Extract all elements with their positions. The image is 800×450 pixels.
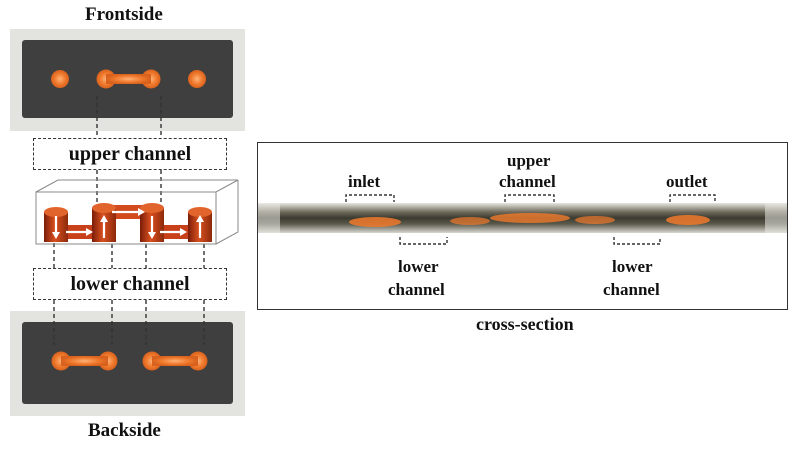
frontside-connectors bbox=[96, 96, 162, 203]
upper-channel-label-line2: channel bbox=[499, 172, 556, 191]
cross-section-caption: cross-section bbox=[476, 314, 574, 334]
frontside-label: Frontside bbox=[85, 4, 163, 25]
channel-3d-schematic bbox=[35, 179, 239, 245]
backside-label: Backside bbox=[88, 420, 161, 441]
lower-channel-1-label-line1: lower bbox=[398, 257, 439, 276]
inlet-label: inlet bbox=[348, 172, 381, 191]
lower-channel-2-label-line2: channel bbox=[603, 280, 660, 299]
lower-channel-2-label-line1: lower bbox=[612, 257, 653, 276]
backside-lower-channel-spot-2 bbox=[142, 351, 208, 371]
lower-channel-1-label-line2: channel bbox=[388, 280, 445, 299]
outlet-label: outlet bbox=[666, 172, 708, 191]
cross-section-brackets bbox=[345, 194, 716, 245]
upper-channel-label-line1: upper bbox=[507, 151, 551, 170]
backside-connectors bbox=[53, 236, 205, 345]
backside-paper bbox=[22, 322, 233, 404]
frontside-upper-channel-spot bbox=[96, 69, 161, 89]
frontside-inlet-spot bbox=[51, 70, 69, 88]
lower-channel-box: lower channel bbox=[33, 268, 227, 300]
upper-channel-box: upper channel bbox=[33, 138, 227, 170]
frontside-outlet-spot bbox=[188, 70, 206, 88]
backside-lower-channel-spot-1 bbox=[51, 351, 118, 371]
cross-section-image bbox=[258, 203, 787, 233]
